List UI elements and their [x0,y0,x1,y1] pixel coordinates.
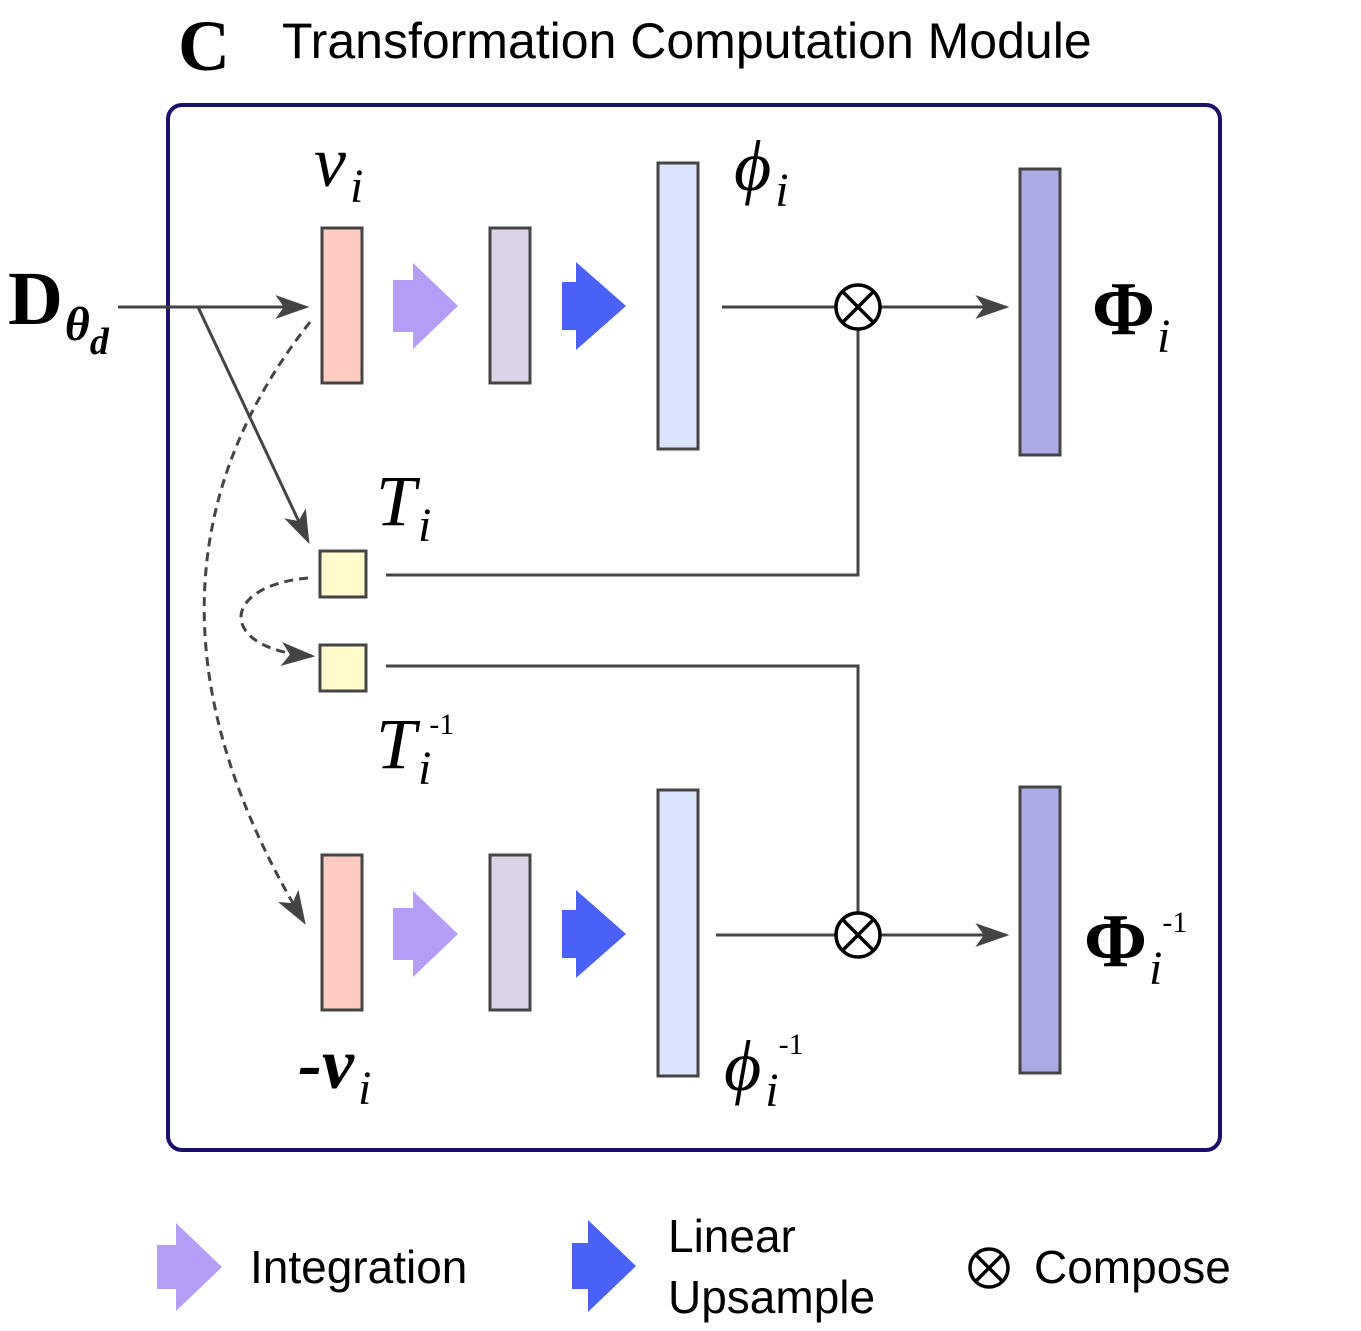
negative-velocity-block [320,853,364,1012]
velocity-label: vi [314,122,363,213]
module-frame [166,103,1222,1152]
legend-compose-label: Compose [1034,1241,1231,1293]
inversion-dashed-arrow [239,576,316,666]
legend-compose-icon [968,1247,1010,1289]
affine-to-compose-line [386,329,860,577]
Phi-label: Φi [1092,267,1170,363]
compose-operator-bottom [834,911,882,959]
input-label: Dθd [8,257,110,363]
inverse-deformation-block [656,788,700,1078]
inverse-composed-block [1018,785,1062,1075]
upsample-arrow [562,890,626,978]
compose-operator-top [834,283,882,331]
integration-arrow [393,263,458,349]
composed-transform-block [1018,167,1062,457]
velocity-field-block [320,226,364,385]
integrated-field-block [488,226,532,385]
negative-velocity-label: -vi [298,1024,371,1115]
inverse-Phi-label: Φi-1 [1084,899,1187,995]
affine-label: Ti [376,461,431,552]
inverse-affine-label: Ti-1 [376,704,454,795]
legend-upsample-label-line1: Linear [668,1210,796,1262]
inverse-phi-label: ϕi-1 [724,1026,804,1117]
upsample-arrow [562,262,626,350]
legend-integration-label: Integration [250,1241,467,1293]
phi-label: ϕi [734,126,789,217]
deformation-field-block [656,161,700,451]
integrated-inverse-block [488,853,532,1012]
integration-arrow [393,891,458,977]
legend-upsample-label-line2: Upsample [668,1271,875,1323]
legend-integration-icon [157,1223,222,1311]
negation-dashed-arrow [202,321,312,925]
legend-upsample-icon [572,1220,636,1312]
input-to-affine-arrow [196,306,310,545]
inverse-affine-to-compose-line [386,664,860,913]
affine-block [318,549,368,599]
inverse-affine-block [318,643,368,693]
panel-letter: C [178,6,230,86]
panel-title: Transformation Computation Module [282,13,1092,69]
